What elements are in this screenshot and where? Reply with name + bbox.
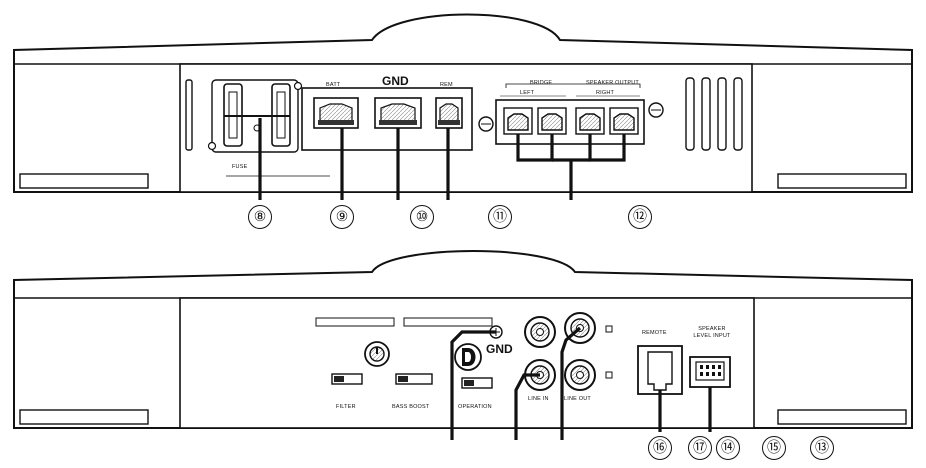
operation-switch [461, 377, 493, 389]
callout-10: ⑩ [410, 205, 434, 229]
top-leader-lines [258, 118, 626, 200]
callout-11: ⑪ [488, 205, 512, 229]
fuse-label: FUSE [232, 164, 248, 170]
crossover-knob [364, 341, 390, 367]
bottom-leader-lines [450, 326, 712, 440]
right-label: RIGHT [596, 90, 615, 96]
rem-label: REM [440, 82, 453, 88]
filter-label: FILTER [336, 404, 356, 410]
operation-label: OPERATION [458, 404, 492, 410]
batt-label: BATT [326, 82, 341, 88]
top-vent-right [685, 77, 743, 151]
callout-8: ⑧ [248, 205, 272, 229]
gain-knob [454, 343, 482, 371]
rca-line-out-2 [564, 359, 596, 391]
top-amplifier [13, 13, 913, 193]
gnd-terminal [374, 97, 422, 129]
line-in-label: LINE IN [528, 396, 549, 402]
left-label: LEFT [520, 90, 535, 96]
rca-line-in-1 [524, 316, 556, 348]
callout-12: ⑫ [628, 205, 652, 229]
remote-label: REMOTE [642, 330, 667, 336]
bottom-gnd-label: GND [486, 342, 513, 356]
callout-15: ⑮ [762, 436, 786, 460]
bass-boost-label: BASS BOOST [392, 404, 430, 410]
bass-boost-switch [395, 373, 433, 385]
callout-17: ⑰ [688, 436, 712, 460]
speaker-output-label: SPEAKER OUTPUT [586, 80, 639, 86]
callout-9: ⑨ [330, 205, 354, 229]
batt-terminal [313, 97, 359, 129]
bridge-label: BRIDGE [530, 80, 553, 86]
callout-13: ⑬ [810, 436, 834, 460]
bottom-amplifier [13, 250, 913, 429]
top-vent-left [185, 79, 193, 151]
fuse-holder [207, 79, 303, 153]
filter-switch [331, 373, 363, 385]
speaker-level-input-port [689, 356, 731, 388]
callout-14: ⑭ [716, 436, 740, 460]
gnd-label: GND [382, 74, 409, 88]
speaker-level-input-label: SPEAKER LEVEL INPUT [693, 326, 731, 339]
remote-port [637, 345, 683, 395]
line-out-label: LINE OUT [564, 396, 591, 402]
callout-16: ⑯ [648, 436, 672, 460]
rem-terminal [435, 97, 463, 129]
